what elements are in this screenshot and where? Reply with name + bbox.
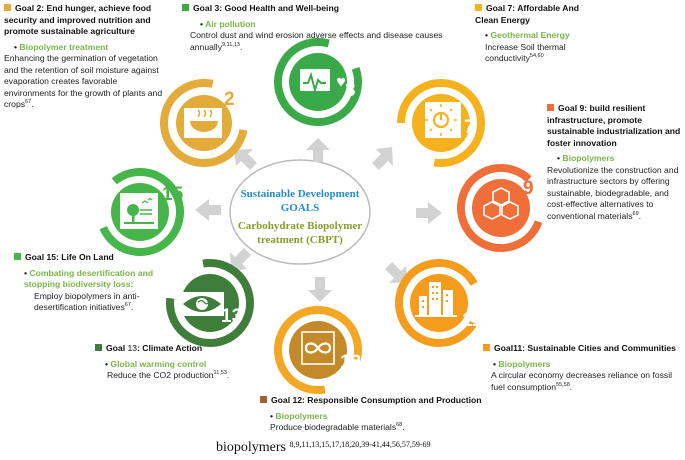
goal-13-number: 13 bbox=[221, 306, 242, 327]
goal-9-marker bbox=[547, 104, 554, 111]
center-title-line2: GOALS bbox=[281, 202, 320, 214]
heartbeat-icon bbox=[303, 71, 326, 94]
goal-2-badge: 2 bbox=[160, 79, 248, 167]
goal-15-marker bbox=[14, 253, 21, 260]
goal-3-subtitle: Air pollution bbox=[182, 19, 472, 31]
goal-12-badge: 12 bbox=[274, 306, 362, 394]
goal-7-subtitle: Geothermal Energy bbox=[475, 30, 585, 42]
goal-2-marker bbox=[4, 4, 11, 11]
goal-13-marker bbox=[95, 344, 102, 351]
goal-11-number: 11 bbox=[462, 310, 483, 331]
goal-3-text: Goal 3: Good Health and Well-being Air p… bbox=[182, 3, 472, 53]
goal-12-text: Goal 12: Responsible Consumption and Pro… bbox=[260, 395, 500, 434]
goal-7-body: Increase Soil thermal conductivity54,60 bbox=[485, 41, 566, 64]
goal-15-body: Employ biopolymers in anti-desertificati… bbox=[34, 290, 140, 313]
center-ellipse bbox=[229, 159, 371, 265]
goal-11-text: Goal11: Sustainable Cities and Communiti… bbox=[483, 343, 683, 393]
goal-3-body: Control dust and wind erosion adverse ef… bbox=[190, 30, 443, 52]
arrow-upper-left bbox=[234, 149, 257, 170]
goal-9-number: 9 bbox=[523, 178, 534, 199]
center-title-line1: Sustainable Development bbox=[241, 188, 360, 200]
goal-2-number: 2 bbox=[224, 89, 235, 110]
goal-11-marker bbox=[483, 344, 490, 351]
goal-15-badge: 15 bbox=[96, 168, 184, 256]
goal-7-badge: 7 bbox=[397, 79, 485, 167]
goal-11-subtitle: Biopolymers bbox=[483, 359, 683, 371]
goal-13-subtitle: Global warming control bbox=[95, 359, 275, 371]
goal-11-body: A circular economy decreases reliance on… bbox=[491, 370, 673, 392]
goal-13-body: Reduce the CO2 production11,53. bbox=[107, 370, 230, 380]
arrow-left bbox=[195, 199, 221, 221]
goal-2-subtitle: Biopolymer treatment bbox=[4, 42, 169, 54]
center-subtitle-line1: Carbohydrate Biopolymer bbox=[238, 220, 362, 232]
goal-2-text: Goal 2: End hunger, achieve food securit… bbox=[4, 3, 169, 111]
goal-12-body: Produce biodegradable materials68. bbox=[270, 422, 405, 432]
goal-3-number: 3 bbox=[345, 80, 356, 101]
goal-2-title: Goal 2: End hunger, achieve food securit… bbox=[4, 3, 152, 36]
goal-7-number: 7 bbox=[464, 117, 475, 138]
arrow-down bbox=[308, 277, 332, 302]
arrow-lower-left bbox=[230, 248, 251, 271]
arrow-up bbox=[306, 138, 330, 162]
goal-12-marker bbox=[260, 396, 267, 403]
tree-birds-icon bbox=[124, 197, 154, 224]
goal-2-body: Enhancing the germination of vegetation … bbox=[4, 53, 163, 109]
infinity-icon bbox=[304, 342, 332, 354]
goal-9-subtitle: Biopolymers bbox=[547, 153, 681, 165]
goal-15-title: Goal 15: Life On Land bbox=[25, 252, 114, 262]
center-subtitle-line2: treatment (CBPT) bbox=[257, 234, 343, 246]
goal-13-text: Goal 13: Climate Action Global warming c… bbox=[95, 343, 275, 382]
goal-3-badge: 3 bbox=[274, 38, 362, 126]
goal-13-badge: 13 bbox=[166, 258, 254, 347]
goal-7-marker bbox=[475, 4, 482, 11]
goal-13-title: Goal 13: Climate Action bbox=[106, 343, 203, 353]
goal-3-marker bbox=[182, 4, 189, 11]
goal-12-number: 12 bbox=[340, 352, 361, 373]
goal-9-body: Revolutionize the construction and infra… bbox=[547, 164, 679, 221]
arrow-upper-right bbox=[372, 147, 393, 170]
connector-arrows bbox=[195, 138, 442, 302]
food-bowl-icon bbox=[190, 121, 218, 132]
goal-9-text: Goal 9: build resilient infrastructure, … bbox=[547, 103, 681, 222]
goal-12-subtitle: Biopolymers bbox=[260, 411, 500, 423]
goal-7-title: Goal 7: Affordable And Clean Energy bbox=[475, 3, 579, 25]
goal-15-number: 15 bbox=[162, 184, 184, 205]
goal-7-text: Goal 7: Affordable And Clean Energy Geot… bbox=[475, 3, 585, 65]
goal-9-title: Goal 9: build resilient infrastructure, … bbox=[547, 103, 681, 148]
goal-15-subtitle: Combating desertification and stopping b… bbox=[14, 268, 164, 291]
arrow-right bbox=[416, 202, 442, 224]
arrow-lower-right bbox=[385, 262, 408, 283]
goal-11-badge: 11 bbox=[395, 259, 483, 347]
goal-11-title: Goal11: Sustainable Cities and Communiti… bbox=[494, 343, 676, 353]
goal-12-title: Goal 12: Responsible Consumption and Pro… bbox=[271, 395, 482, 405]
goal-15-text: Goal 15: Life On Land Combating desertif… bbox=[14, 252, 164, 314]
goal-3-title: Goal 3: Good Health and Well-being bbox=[193, 3, 339, 13]
footer-references: biopolymers 8,9,11,13,15,17,18,20,39-41,… bbox=[216, 440, 431, 455]
cubes-icon bbox=[483, 187, 519, 220]
goal-9-badge: 9 bbox=[457, 164, 545, 252]
